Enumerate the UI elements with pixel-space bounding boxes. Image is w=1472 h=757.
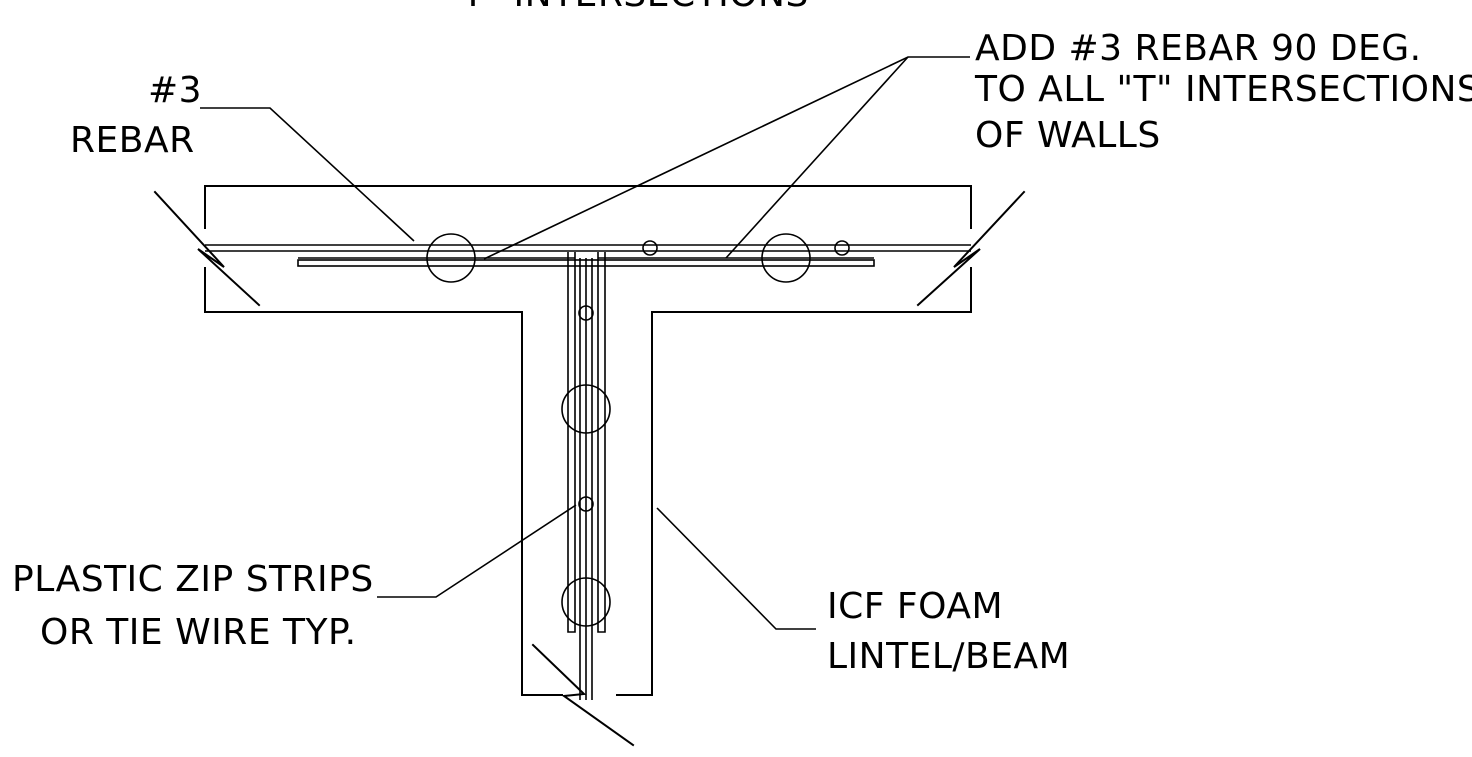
- vertical-rebar: [298, 252, 874, 700]
- icf-label-line-2: LINTEL/BEAM: [827, 636, 1070, 677]
- wall-outline: [204, 185, 972, 696]
- rebar-sections: [426, 233, 850, 627]
- icf-label-line-1: ICF FOAM: [827, 586, 1003, 627]
- rebar-label-text: REBAR: [70, 120, 195, 161]
- horizontal-rebar: [205, 244, 971, 267]
- break-lines: [153, 190, 1026, 747]
- rebar-label-number: #3: [148, 70, 202, 111]
- zip-label-line-2: OR TIE WIRE TYP.: [40, 612, 357, 653]
- zip-label-line-1: PLASTIC ZIP STRIPS: [12, 559, 374, 600]
- title-fragment: "T" INTERSECTIONS: [445, 0, 809, 15]
- note-line-2: TO ALL "T" INTERSECTIONS: [974, 69, 1472, 110]
- note-line-3: OF WALLS: [975, 115, 1161, 156]
- note-line-1: ADD #3 REBAR 90 DEG.: [975, 28, 1422, 69]
- leader-lines: [200, 56, 970, 630]
